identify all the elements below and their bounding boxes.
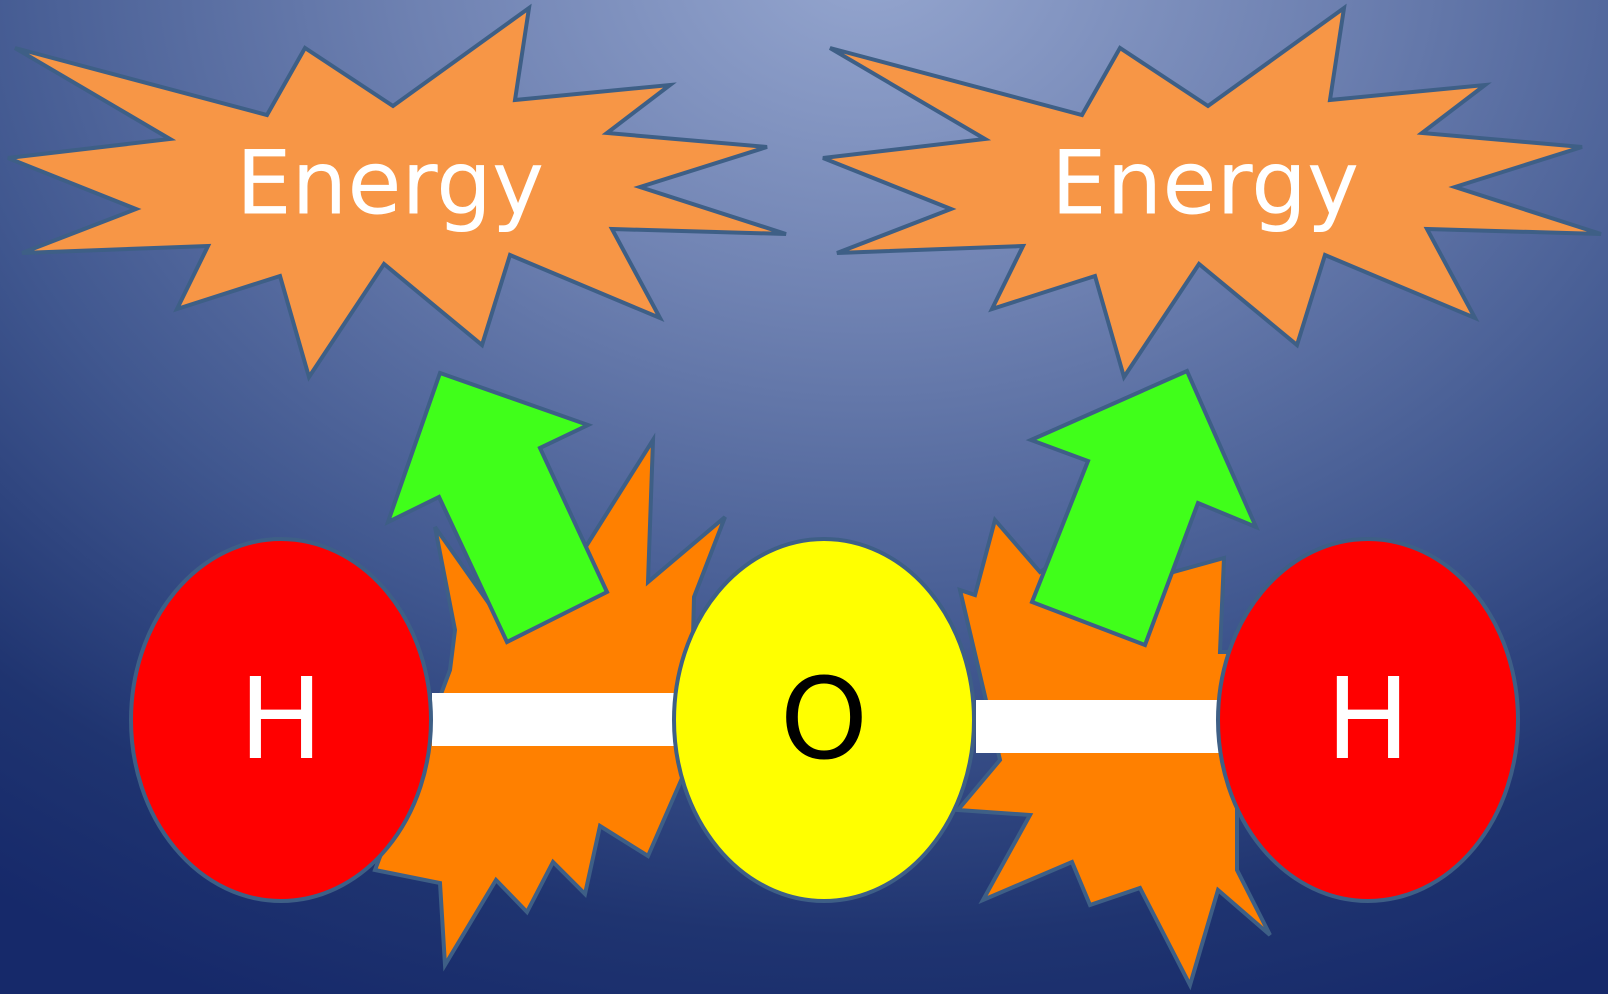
- energy-burst-right: Energy: [822, 3, 1602, 382]
- atom-o-label: O: [780, 655, 868, 785]
- atom-h-left-label: H: [239, 655, 323, 785]
- right-bond: [976, 700, 1219, 753]
- atom-h-right: H: [1216, 537, 1520, 903]
- atom-h-left: H: [129, 537, 433, 903]
- left-bond: [432, 693, 677, 746]
- atom-o: O: [672, 537, 976, 903]
- left-arrow-up: [384, 370, 610, 645]
- energy-label-left: Energy: [236, 132, 544, 235]
- energy-burst-left: Energy: [7, 3, 787, 382]
- atom-h-right-label: H: [1326, 655, 1410, 785]
- energy-label-right: Energy: [1051, 132, 1359, 235]
- right-arrow-up: [1025, 368, 1260, 648]
